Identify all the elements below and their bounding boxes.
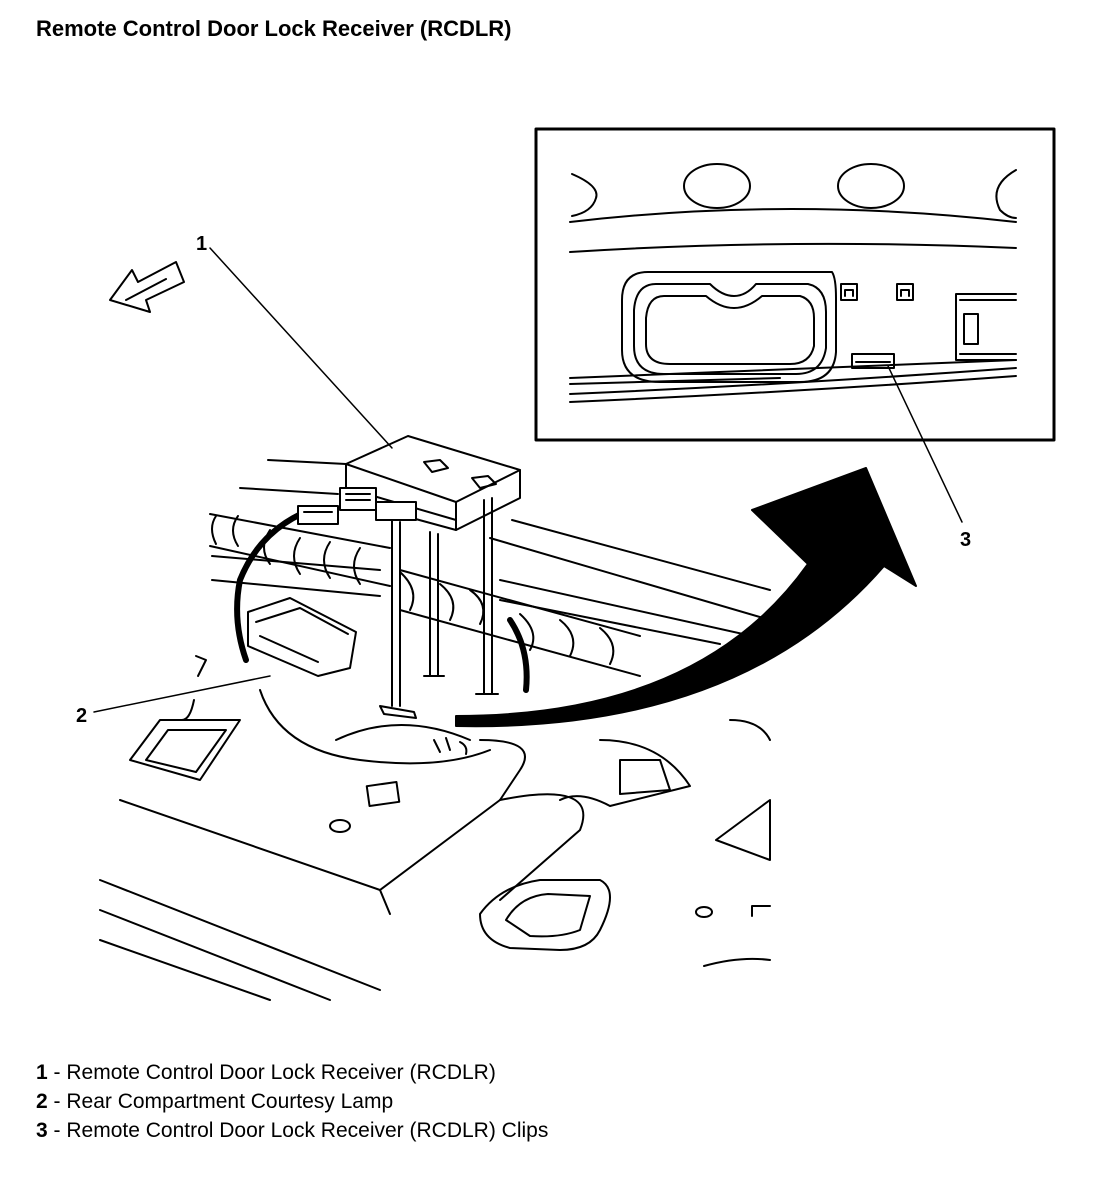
front-direction-arrow-icon bbox=[109, 261, 185, 313]
legend-text: Rear Compartment Courtesy Lamp bbox=[66, 1090, 394, 1113]
callout-2: 2 bbox=[76, 705, 87, 727]
legend-separator: - bbox=[47, 1119, 67, 1142]
leader-lines bbox=[93, 247, 963, 713]
legend-item: 2 - Rear Compartment Courtesy Lamp bbox=[36, 1087, 548, 1116]
legend-number: 1 bbox=[36, 1061, 48, 1084]
rcdlr-module bbox=[297, 435, 521, 719]
callout-1: 1 bbox=[196, 233, 207, 255]
legend-number: 3 bbox=[36, 1119, 48, 1142]
diagram-title: Remote Control Door Lock Receiver (RCDLR… bbox=[36, 16, 512, 41]
legend-number: 2 bbox=[36, 1090, 48, 1113]
rear-compartment-floor bbox=[99, 459, 771, 1001]
legend-separator: - bbox=[47, 1090, 67, 1113]
detail-pointer-arrow-icon bbox=[455, 467, 917, 728]
callout-3: 3 bbox=[960, 529, 971, 551]
legend-text: Remote Control Door Lock Receiver (RCDLR… bbox=[66, 1061, 496, 1084]
legend-item: 3 - Remote Control Door Lock Receiver (R… bbox=[36, 1116, 548, 1145]
legend-text: Remote Control Door Lock Receiver (RCDLR… bbox=[66, 1119, 549, 1142]
legend-separator: - bbox=[47, 1061, 67, 1084]
legend: 1 - Remote Control Door Lock Receiver (R… bbox=[36, 1058, 548, 1145]
inset-detail-box bbox=[534, 127, 1056, 442]
legend-item: 1 - Remote Control Door Lock Receiver (R… bbox=[36, 1058, 548, 1087]
